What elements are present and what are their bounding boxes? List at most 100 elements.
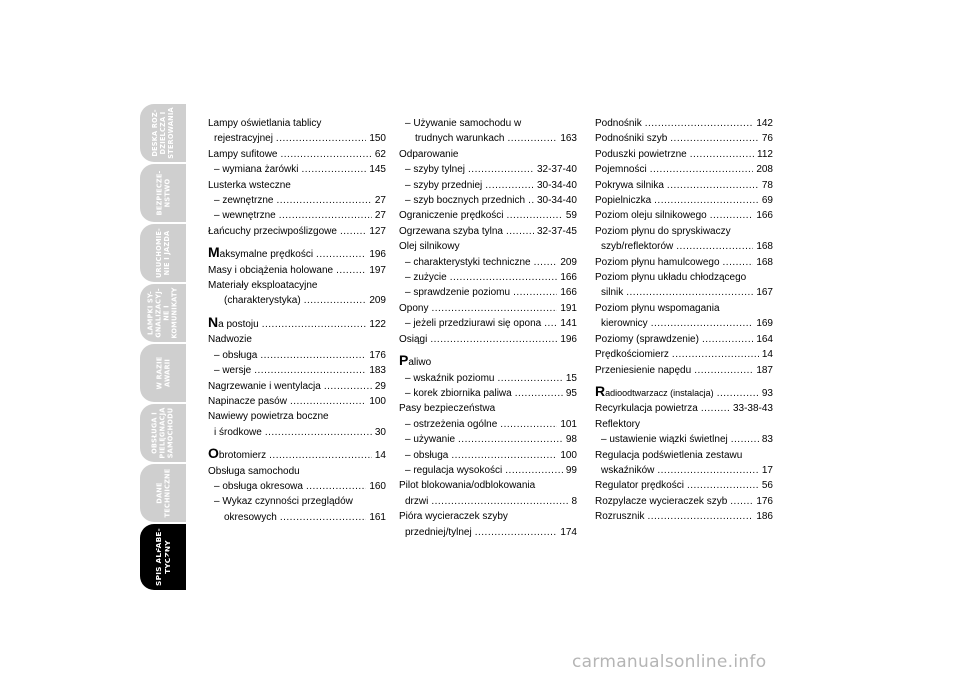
index-entry: – zużycie166	[399, 270, 577, 285]
section-initial: N	[208, 313, 219, 330]
tab-warning-lights[interactable]: LAMPKI SY- GNALIZACYJ- NE I KOMUNIKATY	[140, 284, 186, 342]
index-entry: – sprawdzenie poziomu166	[399, 285, 577, 300]
index-entry: Pasy bezpieczeństwa	[399, 403, 496, 415]
index-entry: drzwi8	[399, 494, 577, 509]
index-entry: Poziom płynu wspomagania	[595, 302, 720, 314]
tab-label: LAMPKI SY- GNALIZACYJ- NE I KOMUNIKATY	[147, 287, 179, 339]
index-entry: i środkowe30	[208, 425, 386, 440]
index-entry: Poziom płynu układu chłodzącego	[595, 272, 747, 284]
index-entry: Podnośniki szyb76	[595, 131, 773, 146]
index-entry: Na postoju122	[208, 313, 386, 332]
index-entry: – wymiana żarówki145	[208, 162, 386, 177]
index-entry: przedniej/tylnej174	[399, 525, 577, 540]
index-entry: – obsługa100	[399, 448, 577, 463]
index-entry: Pióra wycieraczek szyby	[399, 511, 508, 523]
index-entry: Obsługa samochodu	[208, 465, 300, 477]
index-entry: Regulator prędkości56	[595, 478, 773, 493]
tab-maintenance[interactable]: OBSŁUGA I PIELĘGNACJA SAMOCHODU	[140, 404, 186, 462]
index-entry: – ustawienie wiązki świetlnej83	[595, 432, 773, 447]
index-entry: – wskaźnik poziomu15	[399, 371, 577, 386]
index-entry: – regulacja wysokości99	[399, 463, 577, 478]
tab-label: W RAZIE AWARII	[154, 356, 171, 390]
index-entry: Olej silnikowy	[399, 241, 460, 253]
index-entry: – korek zbiornika paliwa95	[399, 386, 577, 401]
index-entry: Podnośnik142	[595, 116, 773, 131]
index-column-3: Podnośnik142 Podnośniki szyb76 Poduszki …	[595, 116, 773, 525]
index-entry: – szyb bocznych przednich30-34-40	[399, 193, 577, 208]
index-entry: Recyrkulacja powietrza33-38-43	[595, 401, 773, 416]
tab-starting-driving[interactable]: URUCHOMIE- NIE I JAZDA	[140, 224, 186, 282]
index-entry: – szyby tylnej32-37-40	[399, 162, 577, 177]
index-entry: Opony191	[399, 301, 577, 316]
section-initial: R	[595, 382, 606, 399]
section-initial: P	[399, 352, 409, 369]
index-entry: Masy i obciążenia holowane197	[208, 263, 386, 278]
index-entry: Osiągi196	[399, 332, 577, 347]
index-entry: Poziom oleju silnikowego166	[595, 208, 773, 223]
index-entry: Pojemności208	[595, 162, 773, 177]
page-number: 216	[149, 548, 177, 563]
index-entry: rejestracyjnej150	[208, 131, 386, 146]
index-entry: Poziom płynu do spryskiwaczy	[595, 225, 731, 237]
index-entry: Nagrzewanie i wentylacja29	[208, 379, 386, 394]
tab-technical-data[interactable]: DANE TECHNICZNE	[140, 464, 186, 522]
index-entry: trudnych warunkach163	[399, 131, 577, 146]
section-initial: M	[208, 244, 220, 261]
index-entry: – ostrzeżenia ogólne101	[399, 417, 577, 432]
index-entry: Rozrusznik186	[595, 509, 773, 524]
index-entry: – obsługa okresowa160	[208, 479, 386, 494]
index-entry: Ogrzewana szyba tylna32-37-45	[399, 224, 577, 239]
index-entry: Nawiewy powietrza boczne	[208, 411, 329, 423]
index-entry: – używanie98	[399, 432, 577, 447]
index-entry: Popielniczka69	[595, 193, 773, 208]
index-entry: Pokrywa silnika78	[595, 178, 773, 193]
index-entry: Odparowanie	[399, 148, 459, 160]
index-entry: – wewnętrzne27	[208, 208, 386, 223]
index-entry: – Wykaz czynności przeglądów	[214, 496, 353, 508]
tab-label: BEZPIECZE- NSTWO	[155, 170, 171, 216]
index-entry: Napinacze pasów100	[208, 394, 386, 409]
index-entry: Lampy oświetlania tablicy	[208, 118, 322, 129]
index-entry: – Używanie samochodu w	[405, 118, 522, 129]
section-initial: O	[208, 445, 219, 462]
watermark: carmanualsonline.info	[572, 652, 767, 672]
index-entry: Ograniczenie prędkości59	[399, 208, 577, 223]
index-entry: – szyby przedniej30-34-40	[399, 178, 577, 193]
index-entry: Rozpylacze wycieraczek szyb176	[595, 494, 773, 509]
tab-label: OBSŁUGA I PIELĘGNACJA SAMOCHODU	[151, 407, 176, 459]
index-entry: Poduszki powietrzne112	[595, 147, 773, 162]
index-entry: okresowych161	[208, 510, 386, 525]
index-entry: Poziomy (sprawdzenie)164	[595, 332, 773, 347]
tab-safety[interactable]: BEZPIECZE- NSTWO	[140, 164, 186, 222]
index-entry: Materiały eksploatacyjne	[208, 280, 318, 292]
index-entry: Nadwozie	[208, 334, 252, 346]
index-entry: Lusterka wsteczne	[208, 179, 291, 191]
index-entry: Przeniesienie napędu187	[595, 363, 773, 378]
tab-label: DANE TECHNICZNE	[155, 468, 172, 518]
index-entry: szyb/reflektorów168	[595, 239, 773, 254]
index-entry: Pilot blokowania/odblokowania	[399, 480, 536, 492]
index-entry: – zewnętrzne27	[208, 193, 386, 208]
index-entry: wskaźników17	[595, 463, 773, 478]
index-entry: Łańcuchy przeciwpoślizgowe127	[208, 224, 386, 239]
tab-dashboard[interactable]: DESKA ROZ- DZIELCZA I STEROWANIA	[140, 104, 186, 162]
index-entry: Reflektory	[595, 418, 641, 430]
tab-emergency[interactable]: W RAZIE AWARII	[140, 344, 186, 402]
index-entry: Poziom płynu hamulcowego168	[595, 255, 773, 270]
index-entry: – wersje183	[208, 363, 386, 378]
index-entry: Prędkościomierz14	[595, 347, 773, 362]
tab-index[interactable]: SPIS ALFABE- TYCZNY	[140, 524, 186, 590]
index-column-1: Lampy oświetlania tablicy rejestracyjnej…	[208, 116, 386, 525]
index-entry: (charakterystyka)209	[208, 293, 386, 308]
index-column-2: – Używanie samochodu w trudnych warunkac…	[399, 116, 577, 540]
index-entry: – charakterystyki techniczne209	[399, 255, 577, 270]
index-entry: Lampy sufitowe62	[208, 147, 386, 162]
index-entry: – obsługa176	[208, 348, 386, 363]
tab-label: DESKA ROZ- DZIELCZA I STEROWANIA	[151, 107, 175, 159]
tab-label: URUCHOMIE- NIE I JAZDA	[155, 227, 172, 279]
index-entry: kierownicy169	[595, 316, 773, 331]
index-entry: Obrotomierz14	[208, 445, 386, 463]
